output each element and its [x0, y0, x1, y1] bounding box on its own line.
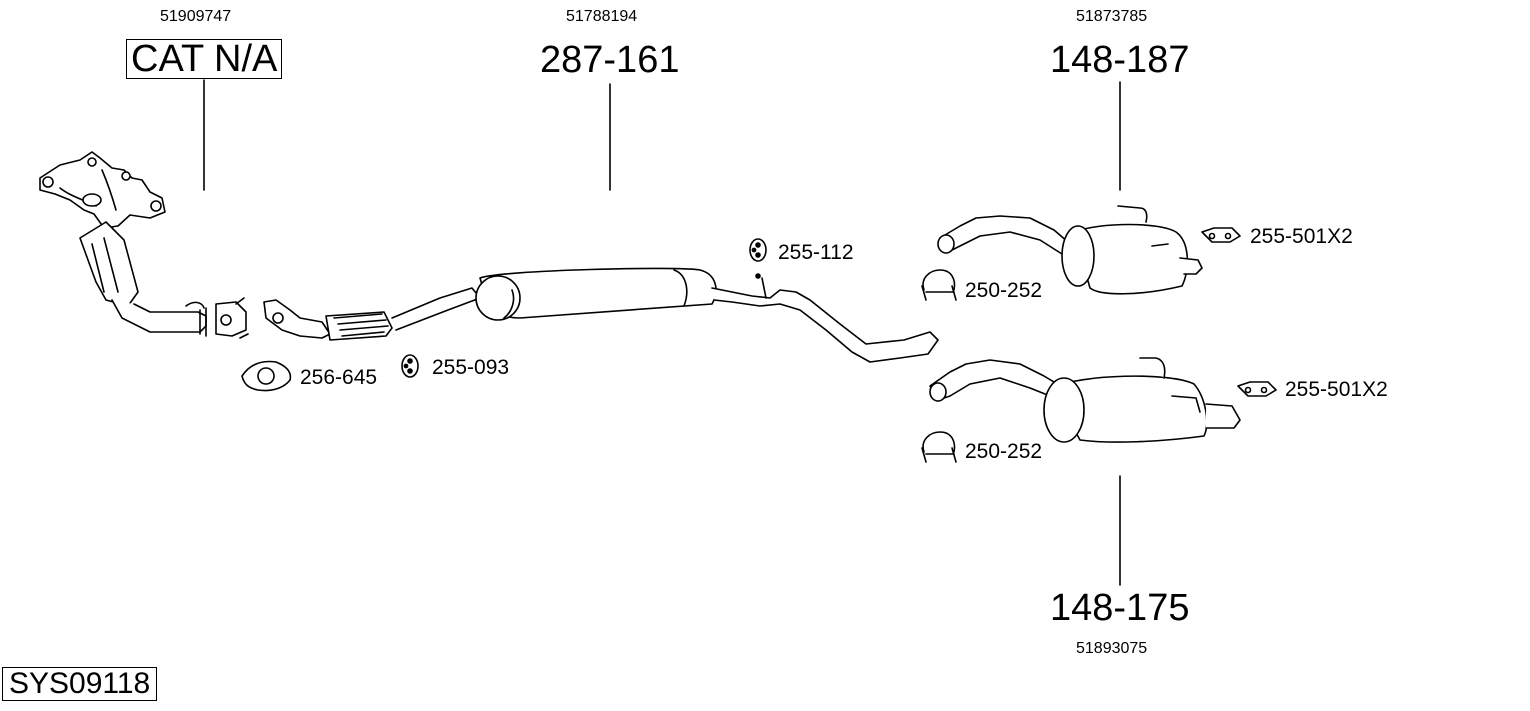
rear-bottom-part-code[interactable]: 148-175 [1050, 587, 1190, 629]
rear-bottom-silencer [930, 358, 1240, 442]
middle-part-code[interactable]: 287-161 [540, 39, 680, 81]
ring-lower-code[interactable]: 255-093 [432, 356, 510, 379]
gasket-icon [242, 362, 290, 391]
ring-upper-icon [750, 239, 766, 261]
hanger-top-icon [1202, 228, 1240, 242]
manifold-catalyst [40, 152, 248, 338]
rear-top-part-code[interactable]: 148-187 [1050, 39, 1190, 81]
middle-oem-number: 51788194 [566, 8, 638, 25]
clamp-bottom-code[interactable]: 250-252 [965, 440, 1043, 463]
rear-top-silencer [938, 206, 1202, 294]
system-id-label: SYS09118 [2, 667, 158, 701]
ring-lower-icon [402, 355, 418, 377]
hanger-bottom-icon [1238, 382, 1276, 396]
gasket-code[interactable]: 256-645 [300, 366, 378, 389]
hanger-top-code[interactable]: 255-501X2 [1250, 225, 1353, 248]
middle-section [264, 268, 938, 362]
rear-bottom-oem-number: 51893075 [1076, 640, 1148, 657]
ring-upper-code[interactable]: 255-112 [778, 241, 854, 264]
clamp-top-code[interactable]: 250-252 [965, 279, 1043, 302]
clamp-bottom-icon [922, 432, 956, 462]
hanger-bottom-code[interactable]: 255-501X2 [1285, 378, 1388, 401]
manifold-part-code[interactable]: CAT N/A [126, 39, 283, 79]
rear-top-oem-number: 51873785 [1076, 8, 1148, 25]
clamp-top-icon [922, 270, 956, 300]
manifold-oem-number: 51909747 [160, 8, 232, 25]
